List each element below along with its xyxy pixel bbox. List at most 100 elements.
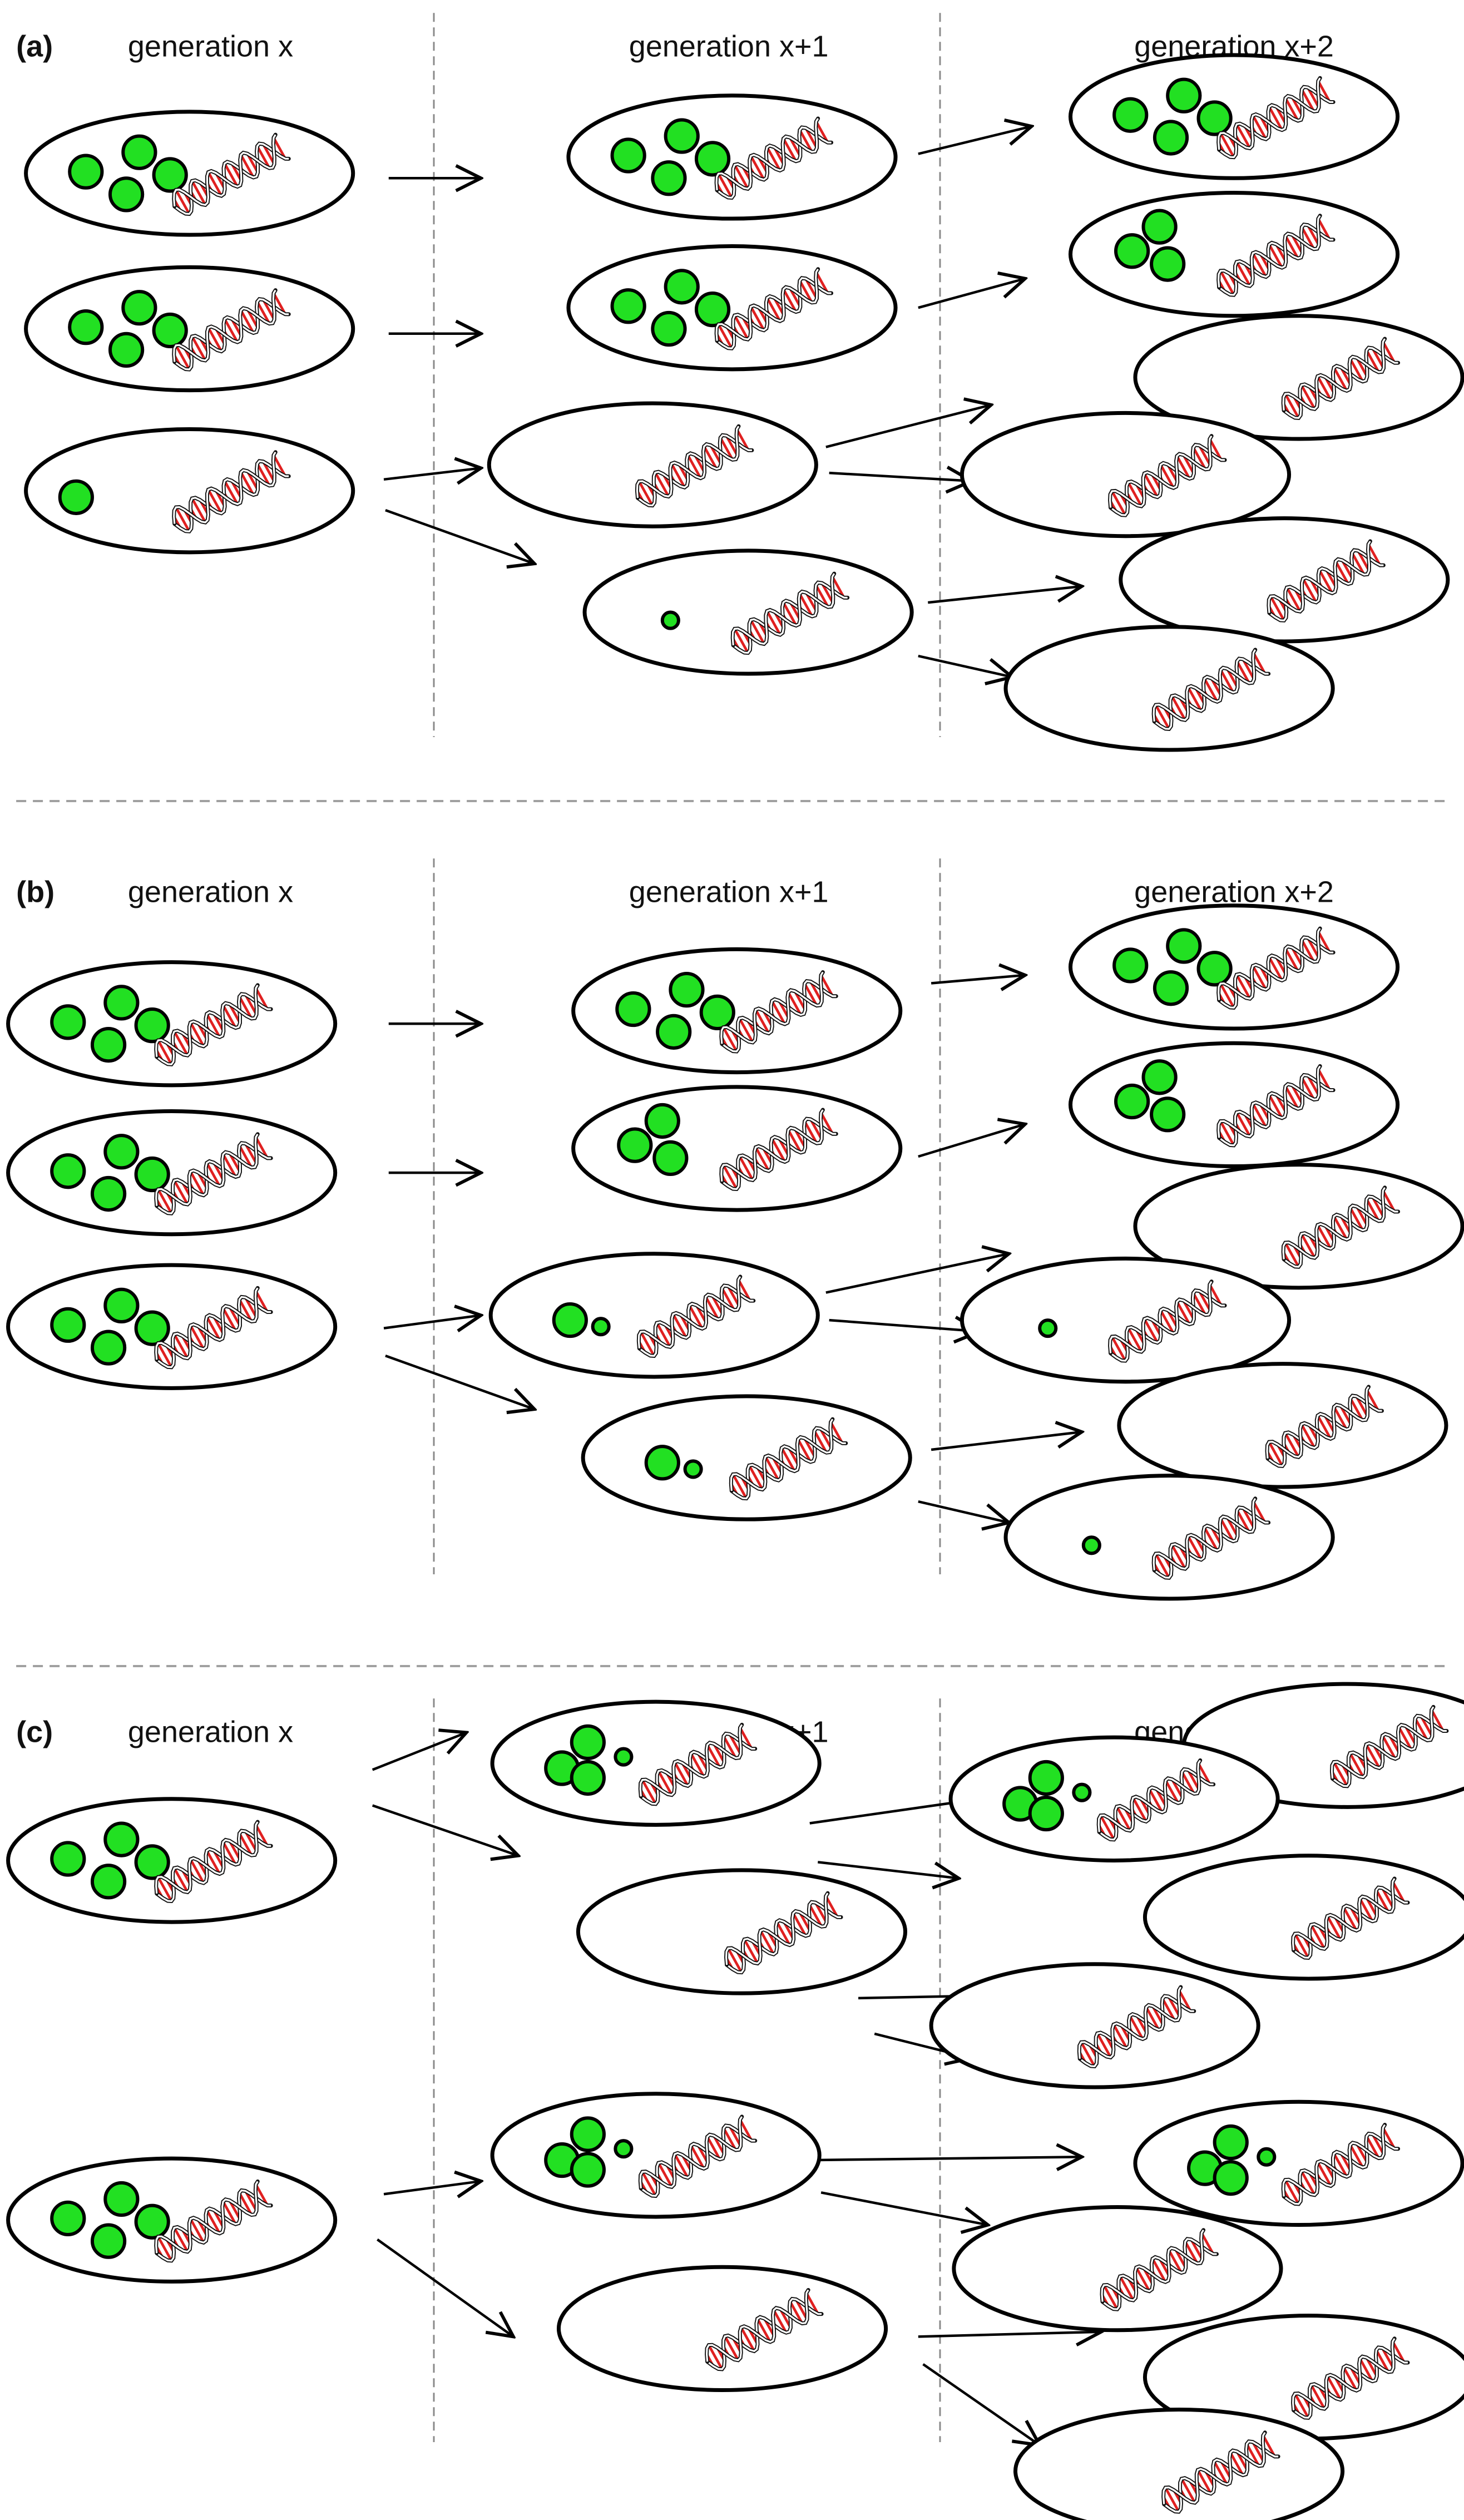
dna-helix-icon bbox=[1216, 1064, 1336, 1148]
cell-membrane bbox=[566, 244, 898, 372]
lineage-arrow bbox=[385, 1355, 535, 1409]
panel-label: (a) bbox=[16, 30, 53, 63]
bacterial-cell bbox=[1069, 903, 1400, 1031]
bacterial-cell bbox=[1143, 2314, 1464, 2441]
bacterial-cell bbox=[24, 110, 355, 237]
plasmid-small bbox=[1038, 1318, 1058, 1338]
cell-membrane bbox=[1119, 516, 1450, 644]
dna-helix-icon bbox=[172, 288, 291, 372]
dna-helix-icon bbox=[1096, 1758, 1216, 1842]
dna-helix-icon bbox=[724, 1891, 843, 1975]
plasmid-large bbox=[1141, 1059, 1178, 1095]
lineage-arrow bbox=[372, 1732, 467, 1771]
dna-helix-icon bbox=[154, 1820, 273, 1904]
lineage-arrow bbox=[918, 126, 1032, 155]
bacterial-cell bbox=[1117, 1362, 1448, 1489]
plasmid-large bbox=[1166, 928, 1202, 964]
cell-membrane bbox=[490, 1699, 822, 1827]
dna-helix-icon bbox=[1216, 926, 1336, 1010]
lineage-arrow bbox=[377, 2238, 513, 2337]
plasmid-large bbox=[1114, 233, 1150, 269]
plasmid-large bbox=[1153, 970, 1189, 1006]
plasmid-large bbox=[50, 1841, 86, 1877]
lineage-arrow bbox=[825, 405, 991, 448]
plasmid-large bbox=[644, 1445, 680, 1481]
cell-membrane bbox=[1013, 2407, 1345, 2520]
dna-helix-icon bbox=[719, 970, 838, 1054]
dna-helix-icon bbox=[1216, 76, 1336, 160]
bacterial-cell bbox=[490, 1699, 822, 1827]
cell-membrane bbox=[6, 1263, 338, 1390]
plasmid-large bbox=[134, 1007, 170, 1044]
cell-membrane bbox=[1069, 53, 1400, 180]
cell-membrane bbox=[1117, 1362, 1448, 1489]
plasmid-large bbox=[50, 2200, 86, 2236]
plasmid-large bbox=[134, 1310, 170, 1346]
lineage-arrow bbox=[918, 654, 1012, 677]
plasmid-large bbox=[68, 309, 104, 345]
plasmid-large bbox=[1150, 1096, 1186, 1133]
lineage-arrow bbox=[829, 1320, 980, 1331]
bacterial-cell bbox=[1133, 314, 1464, 441]
lineage-arrow bbox=[931, 975, 1025, 984]
dna-helix-icon bbox=[730, 571, 850, 655]
cell-membrane bbox=[566, 93, 898, 221]
column-label-gen-0: generation x bbox=[128, 1716, 293, 1749]
plasmid-large bbox=[50, 1004, 86, 1040]
bacterial-cell bbox=[1069, 53, 1400, 180]
plasmid-large bbox=[570, 2116, 606, 2152]
dna-helix-icon bbox=[172, 450, 291, 533]
dna-helix-icon bbox=[1281, 337, 1401, 420]
plasmid-large bbox=[90, 1864, 127, 1900]
column-label-gen-1: generation x+1 bbox=[629, 876, 829, 909]
plasmid-large bbox=[1112, 947, 1149, 984]
dna-helix-icon bbox=[1108, 1279, 1227, 1363]
panel-label: (b) bbox=[16, 876, 55, 909]
dna-helix-icon bbox=[154, 1286, 273, 1370]
dna-helix-icon bbox=[638, 2114, 758, 2198]
plasmid-large bbox=[669, 972, 705, 1008]
panels-layer: (a) generation x generation x+1 generation … bbox=[6, 13, 1464, 2520]
cell-membrane bbox=[959, 411, 1292, 538]
cell-membrane bbox=[6, 1109, 338, 1237]
dna-helix-icon bbox=[1108, 434, 1227, 517]
dna-helix-icon bbox=[714, 267, 834, 350]
dna-helix-icon bbox=[172, 132, 291, 216]
plasmid-large bbox=[1153, 120, 1189, 156]
dna-helix-icon bbox=[1329, 1704, 1449, 1788]
cell-membrane bbox=[581, 1394, 912, 1521]
lineage-arrow bbox=[825, 1254, 1009, 1294]
column-label-gen-2: generation x+2 bbox=[1134, 876, 1334, 909]
cell-membrane bbox=[488, 1252, 820, 1379]
cell-membrane bbox=[1133, 1163, 1464, 1290]
panel-label: (c) bbox=[16, 1716, 53, 1749]
cell-membrane bbox=[24, 427, 355, 555]
plasmid-large bbox=[90, 1330, 127, 1366]
plasmid-large bbox=[58, 479, 94, 515]
plasmid-large bbox=[664, 118, 700, 154]
panel-b: (b) generation x generation x+1 generation … bbox=[6, 858, 1464, 1601]
dna-helix-icon bbox=[1161, 2430, 1280, 2514]
plasmid-large bbox=[152, 312, 188, 349]
plasmid-large bbox=[103, 2181, 140, 2217]
dna-helix-icon bbox=[635, 424, 754, 508]
cell-membrane bbox=[1133, 2099, 1464, 2227]
cell-membrane bbox=[1143, 1854, 1464, 1981]
bacterial-cell bbox=[24, 265, 355, 393]
bacterial-cell bbox=[571, 947, 903, 1075]
plasmid-large bbox=[1213, 2160, 1249, 2196]
cell-membrane bbox=[1003, 625, 1335, 752]
bacterial-cell bbox=[959, 411, 1292, 538]
bacterial-cell bbox=[488, 1252, 820, 1379]
plasmid-large bbox=[652, 1140, 689, 1177]
dna-helix-icon bbox=[1216, 214, 1336, 297]
bacterial-cell bbox=[6, 2156, 338, 2284]
cell-membrane bbox=[571, 947, 903, 1075]
column-label-gen-0: generation x bbox=[128, 876, 293, 909]
plasmid-large bbox=[699, 994, 735, 1030]
plasmid-small bbox=[591, 1317, 611, 1337]
cell-membrane bbox=[576, 1868, 908, 1995]
cell-membrane bbox=[487, 401, 818, 528]
bacterial-cell bbox=[6, 1797, 338, 1924]
